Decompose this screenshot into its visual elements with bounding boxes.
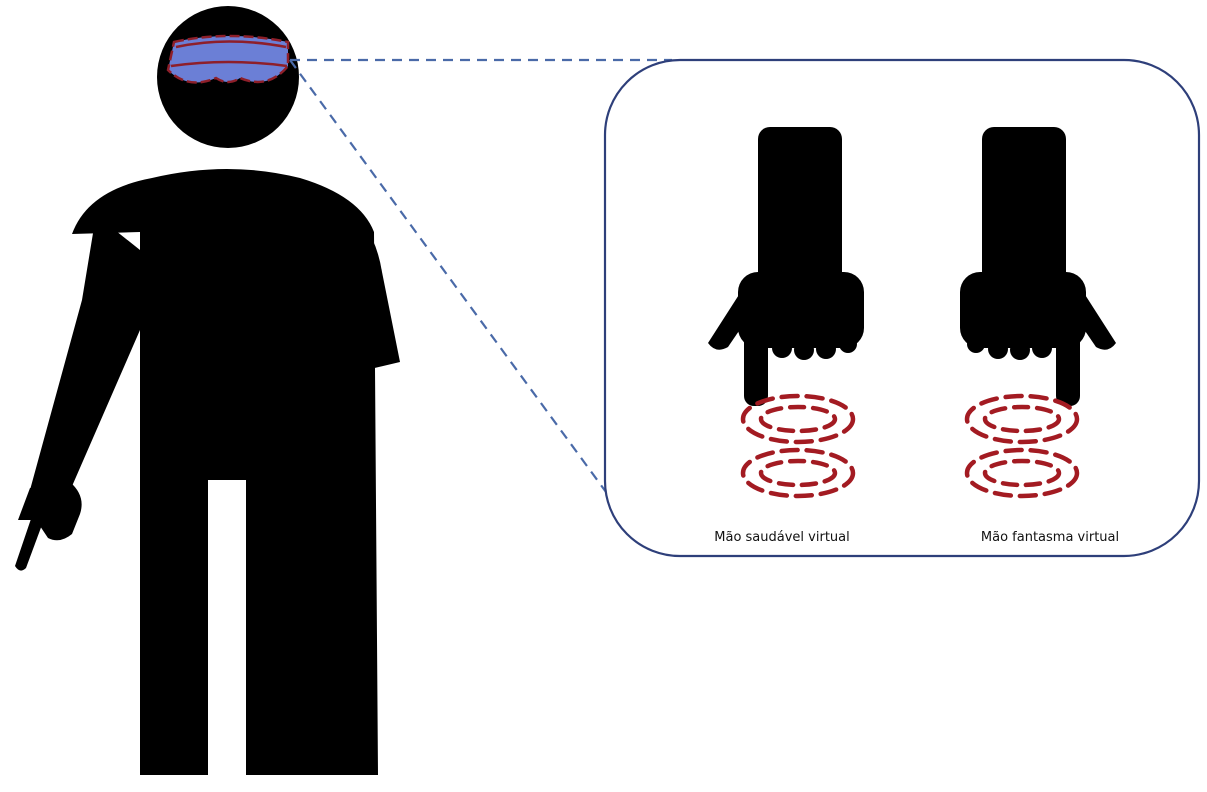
healthy-hand-label: Mão saudável virtual [714, 530, 849, 545]
phantom-hand-label: Mão fantasma virtual [981, 530, 1119, 545]
person-silhouette-icon [15, 6, 400, 775]
vr-headset-icon [168, 36, 288, 83]
callout-panel [605, 60, 1199, 556]
